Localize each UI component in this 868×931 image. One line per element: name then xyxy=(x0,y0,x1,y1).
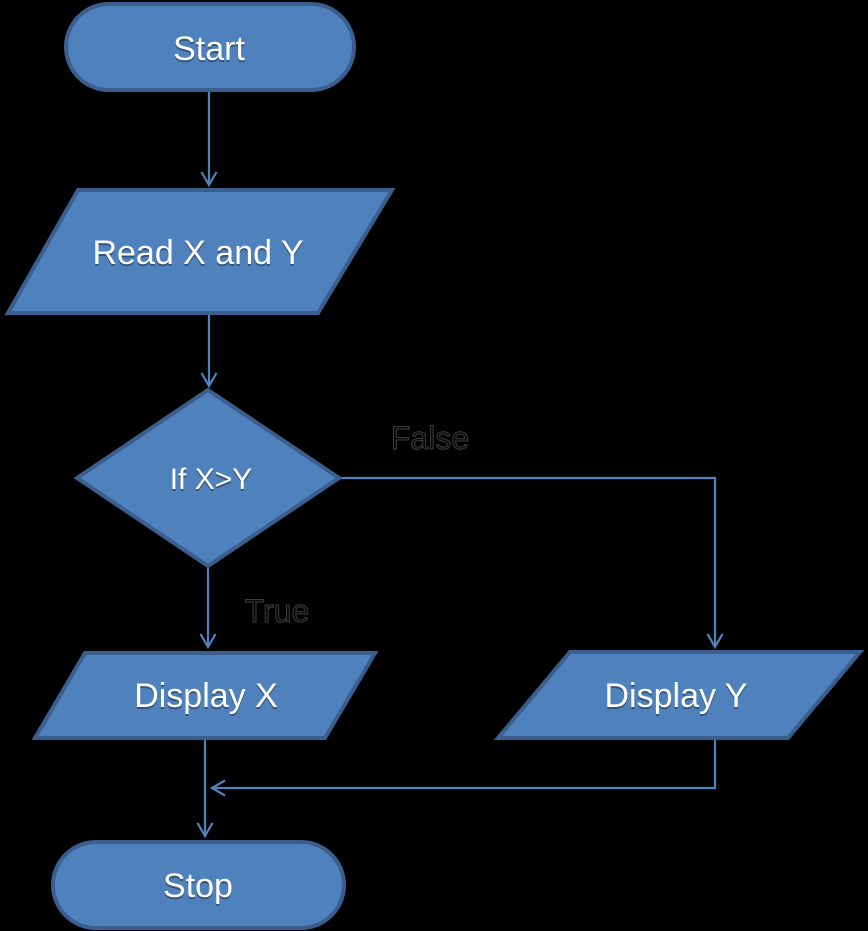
start-label: Start xyxy=(173,30,245,68)
read-io-shape xyxy=(4,188,396,315)
true-branch-label: True xyxy=(245,593,310,629)
node-decision: If X>Y xyxy=(73,387,343,569)
node-start: Start xyxy=(64,2,356,92)
start-terminator-shape xyxy=(64,2,356,92)
decision-diamond-shape xyxy=(73,387,343,569)
display-x-io-shape xyxy=(31,651,379,740)
connector-display-y-to-merge xyxy=(209,739,717,797)
node-stop: Stop xyxy=(51,840,346,930)
connector-decision-false-to-display-y xyxy=(340,476,724,650)
node-display-x: Display X xyxy=(31,651,379,740)
stop-label: Stop xyxy=(163,867,233,905)
read-label: Read X and Y xyxy=(92,234,303,272)
stop-terminator-shape xyxy=(51,840,346,930)
display-y-label: Display Y xyxy=(605,677,748,715)
node-display-y: Display Y xyxy=(493,650,865,740)
display-x-label: Display X xyxy=(134,677,278,715)
false-branch-label: False xyxy=(391,420,469,456)
display-y-io-shape xyxy=(493,650,865,740)
node-read: Read X and Y xyxy=(4,188,396,315)
decision-label: If X>Y xyxy=(170,463,253,496)
